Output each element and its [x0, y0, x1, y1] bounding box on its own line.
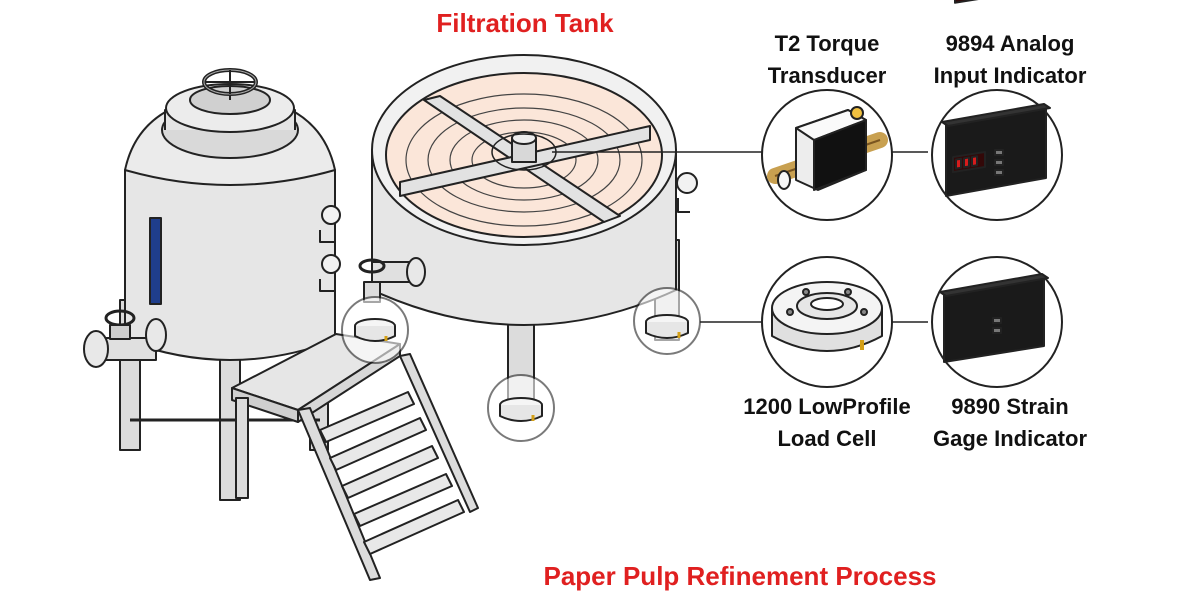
access-stairs — [231, 333, 479, 581]
strain-indicator-label-line1: 9890 Strain — [951, 394, 1069, 419]
strain-indicator-label: 9890 Strain Gage Indicator — [905, 391, 1115, 455]
load-cell-detail-right — [633, 287, 701, 355]
process-footer-title: Paper Pulp Refinement Process — [543, 561, 937, 591]
torque-transducer-label-line1: T2 Torque — [774, 31, 880, 56]
load-cell-detail-bottom — [487, 374, 555, 442]
connector-lines — [552, 151, 928, 323]
filtration-tank — [358, 54, 698, 419]
strain-gage-indicator-icon — [931, 150, 1063, 388]
diagram-title: Filtration Tank — [436, 8, 614, 38]
load-cell-detail-left — [341, 296, 409, 364]
load-cell-label-line2: Load Cell — [777, 426, 877, 451]
strain-indicator-label-line2: Gage Indicator — [932, 426, 1088, 451]
analog-input-indicator-icon — [931, 0, 1063, 221]
storage-vessel — [83, 68, 341, 501]
torque-transducer-label: T2 Torque Transducer — [732, 28, 922, 92]
load-cell-label: 1200 LowProfile Load Cell — [722, 391, 932, 455]
load-cell-label-line1: 1200 LowProfile — [743, 394, 911, 419]
analog-indicator-label-line1: 9894 Analog — [945, 31, 1075, 56]
torque-transducer-icon — [761, 89, 893, 221]
low-profile-load-cell-icon — [761, 256, 893, 388]
analog-indicator-label: 9894 Analog Input Indicator — [905, 28, 1115, 92]
torque-transducer-label-line2: Transducer — [767, 63, 887, 88]
analog-indicator-label-line2: Input Indicator — [933, 63, 1087, 88]
